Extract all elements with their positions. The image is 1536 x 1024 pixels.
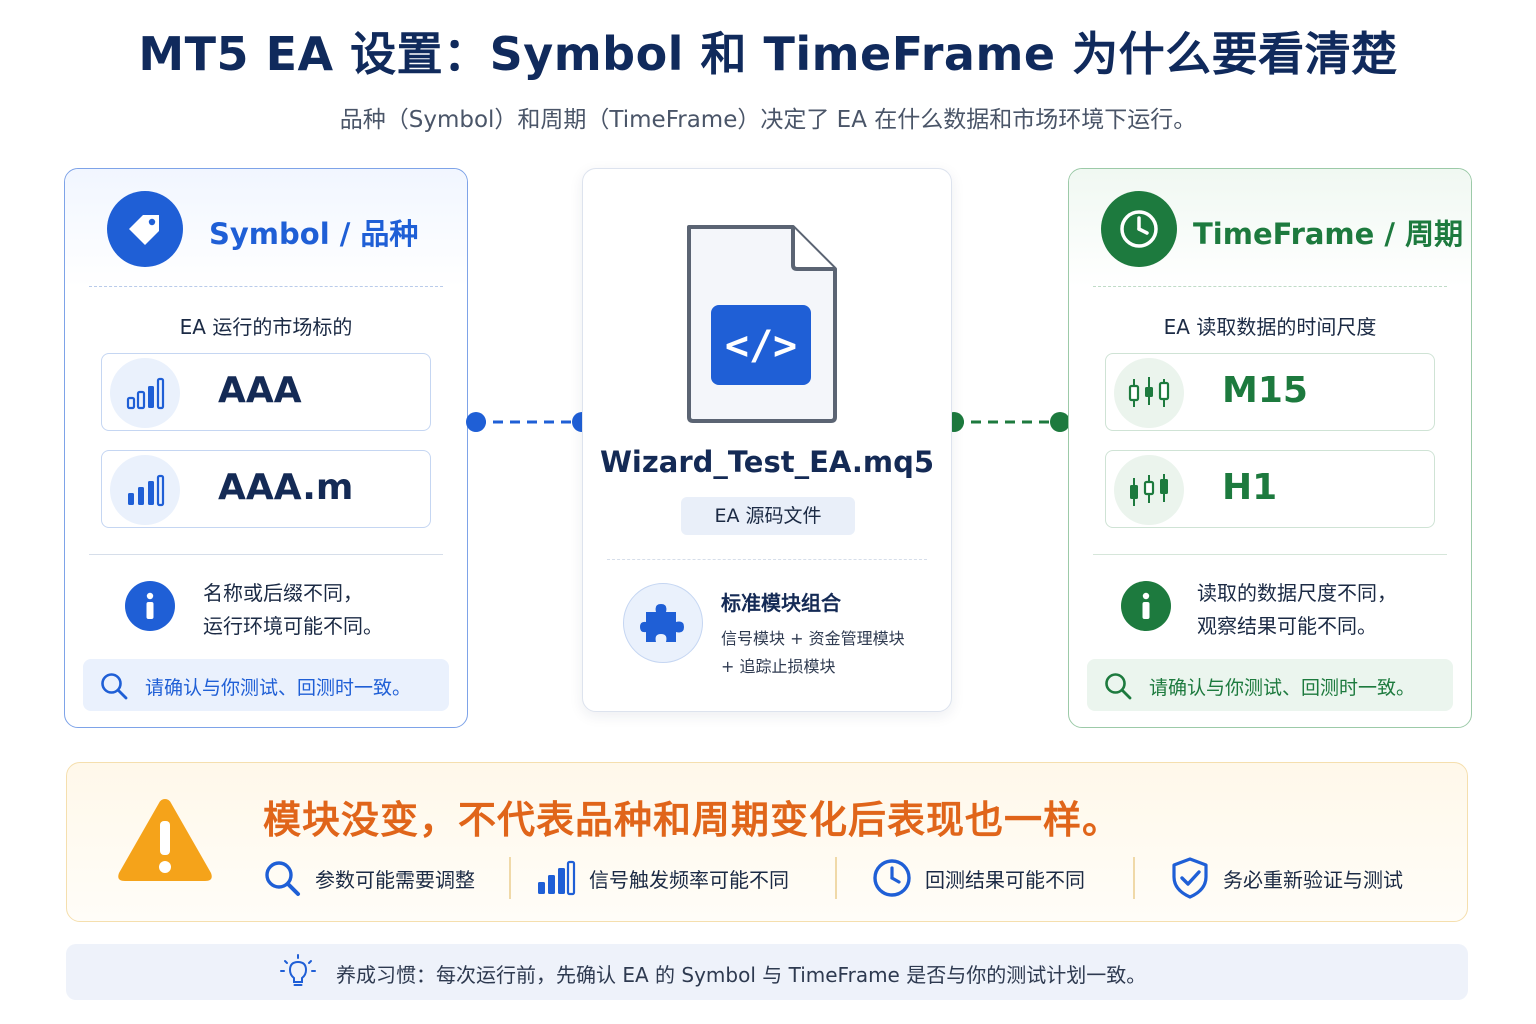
warning-item-text: 参数可能需要调整 — [315, 867, 475, 892]
info-icon — [125, 581, 175, 631]
warning-item-text: 回测结果可能不同 — [925, 867, 1085, 892]
symbol-confirm-text: 请确认与你测试、回测时一致。 — [145, 677, 412, 699]
divider — [89, 554, 443, 555]
symbol-item-aaa-m[interactable]: AAA.m — [101, 450, 431, 528]
shield-check-icon — [1167, 855, 1213, 901]
symbol-panel: Symbol / 品种 EA 运行的市场标的 AAA AAA.m — [64, 168, 468, 728]
search-icon — [259, 855, 305, 901]
symbol-confirm-bar: 请确认与你测试、回测时一致。 — [83, 659, 449, 711]
warning-item-verify: 务必重新验证与测试 — [1167, 855, 1403, 901]
tag-icon — [107, 191, 183, 267]
warning-item-signal: 信号触发频率可能不同 — [533, 855, 789, 901]
connector-left — [466, 412, 592, 432]
warning-title: 模块没变，不代表品种和周期变化后表现也一样。 — [263, 798, 1122, 842]
timeframe-info-text: 读取的数据尺度不同， 观察结果可能不同。 — [1197, 577, 1397, 643]
separator — [1133, 857, 1135, 899]
timeframe-panel: TimeFrame / 周期 EA 读取数据的时间尺度 M15 — [1068, 168, 1472, 728]
file-type-badge: EA 源码文件 — [681, 497, 855, 535]
divider — [89, 286, 443, 287]
tip-text: 养成习惯：每次运行前，先确认 EA 的 Symbol 与 TimeFrame 是… — [336, 963, 1147, 987]
tip-bar: 养成习惯：每次运行前，先确认 EA 的 Symbol 与 TimeFrame 是… — [66, 944, 1468, 1000]
timeframe-confirm-bar: 请确认与你测试、回测时一致。 — [1087, 659, 1453, 711]
timeframe-panel-title: TimeFrame / 周期 — [1193, 217, 1464, 251]
timeframe-info-line: 观察结果可能不同。 — [1197, 614, 1377, 638]
separator — [509, 857, 511, 899]
lightbulb-icon — [280, 954, 316, 986]
warning-icon — [118, 799, 212, 881]
clock-icon — [1101, 191, 1177, 267]
warning-box: 模块没变，不代表品种和周期变化后表现也一样。 参数可能需要调整 信号触发频率可能… — [66, 762, 1468, 922]
clock-icon — [869, 855, 915, 901]
symbol-item-aaa[interactable]: AAA — [101, 353, 431, 431]
symbol-info-line: 名称或后缀不同， — [203, 581, 363, 605]
timeframe-info-line: 读取的数据尺度不同， — [1197, 581, 1397, 605]
timeframe-panel-label: EA 读取数据的时间尺度 — [1163, 315, 1377, 339]
symbol-info-text: 名称或后缀不同， 运行环境可能不同。 — [203, 577, 383, 643]
symbol-item-label: AAA — [218, 370, 302, 411]
page-title: MT5 EA 设置：Symbol 和 TimeFrame 为什么要看清楚 — [138, 27, 1398, 81]
symbol-info-line: 运行环境可能不同。 — [203, 614, 383, 638]
candlestick-icon — [1114, 455, 1184, 525]
module-title: 标准模块组合 — [721, 591, 841, 615]
bar-chart-icon — [533, 855, 579, 901]
search-icon — [1103, 671, 1133, 705]
timeframe-confirm-text: 请确认与你测试、回测时一致。 — [1149, 677, 1416, 699]
warning-item-text: 务必重新验证与测试 — [1223, 867, 1403, 892]
warning-item-backtest: 回测结果可能不同 — [869, 855, 1085, 901]
separator — [835, 857, 837, 899]
symbol-item-label: AAA.m — [218, 467, 354, 508]
puzzle-icon — [623, 583, 703, 663]
file-name: Wizard_Test_EA.mq5 — [599, 445, 935, 479]
timeframe-item-label: M15 — [1222, 370, 1308, 411]
symbol-panel-title: Symbol / 品种 — [209, 217, 419, 251]
symbol-panel-label: EA 运行的市场标的 — [179, 315, 353, 339]
warning-item-text: 信号触发频率可能不同 — [589, 867, 789, 892]
bar-chart-icon — [110, 455, 180, 525]
search-icon — [99, 671, 129, 705]
divider — [1093, 286, 1447, 287]
timeframe-item-h1[interactable]: H1 — [1105, 450, 1435, 528]
divider — [607, 559, 927, 560]
warning-item-params: 参数可能需要调整 — [259, 855, 475, 901]
code-symbol: </> — [725, 323, 797, 369]
bar-chart-icon — [110, 358, 180, 428]
module-description: + 追踪止损模块 — [721, 657, 836, 676]
connector-right — [944, 412, 1070, 432]
info-icon — [1121, 581, 1171, 631]
candlestick-icon — [1114, 358, 1184, 428]
page-subtitle: 品种（Symbol）和周期（TimeFrame）决定了 EA 在什么数据和市场环… — [339, 107, 1197, 133]
divider — [1093, 554, 1447, 555]
file-code-icon: </> — [687, 225, 837, 423]
timeframe-item-label: H1 — [1222, 467, 1278, 508]
module-description: 信号模块 + 资金管理模块 — [721, 629, 905, 648]
timeframe-item-m15[interactable]: M15 — [1105, 353, 1435, 431]
ea-file-card: </> Wizard_Test_EA.mq5 EA 源码文件 标准模块组合 信号… — [582, 168, 952, 712]
